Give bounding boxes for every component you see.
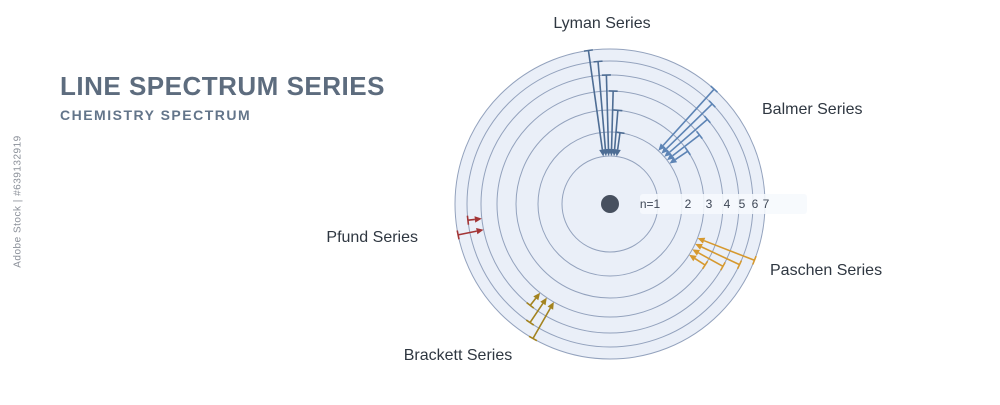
series-label-balmer: Balmer Series [762, 101, 863, 118]
level-label-strip [640, 194, 807, 214]
level-label-n3: 3 [706, 197, 713, 211]
level-label-n2: 2 [685, 197, 692, 211]
nucleus-dot [601, 195, 619, 213]
series-label-pfund: Pfund Series [326, 229, 418, 246]
level-label-n7: 7 [763, 197, 770, 211]
level-label-n5: 5 [739, 197, 746, 211]
level-label-n6: 6 [752, 197, 759, 211]
page-subtitle: CHEMISTRY SPECTRUM [60, 106, 252, 123]
series-paschen-arrows [689, 237, 757, 271]
series-balmer-arrows [658, 85, 718, 164]
series-label-brackett: Brackett Series [403, 347, 513, 364]
series-label-paschen: Paschen Series [770, 262, 883, 279]
page-title: LINE SPECTRUM SERIES [60, 71, 385, 101]
series-brackett-arrows [525, 292, 554, 342]
level-label-n4: 4 [724, 197, 731, 211]
header: LINE SPECTRUM SERIES CHEMISTRY SPECTRUM [60, 72, 385, 123]
series-pfund-arrows [456, 215, 484, 240]
series-label-lyman: Lyman Series [553, 15, 651, 32]
series-lyman-arrows [583, 49, 625, 157]
level-label-n1: n=1 [640, 197, 661, 211]
